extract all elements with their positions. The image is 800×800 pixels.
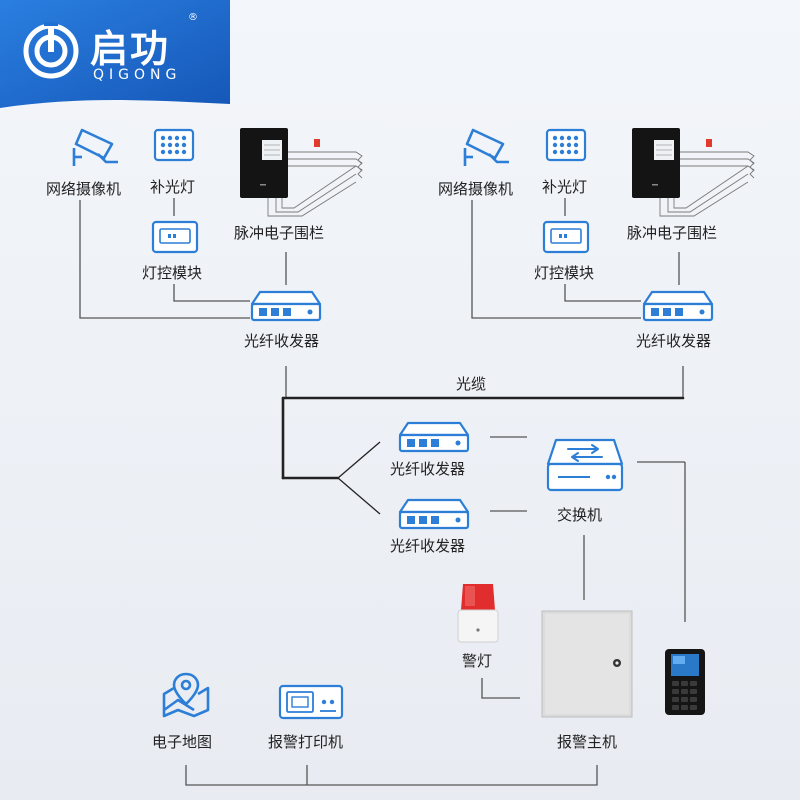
- fiber-split-bottom: [337, 477, 381, 515]
- alarm-light-label: 警灯: [462, 652, 493, 670]
- right-fill-light-label: 补光灯: [542, 178, 588, 196]
- right-fence-label: 脉冲电子围栏: [627, 224, 718, 242]
- network-camera-icon: [72, 128, 118, 166]
- fill-light-icon: [545, 128, 587, 162]
- fiber-transceiver-icon: [642, 290, 714, 322]
- right-camera-label: 网络摄像机: [438, 180, 514, 198]
- left-fence-label: 脉冲电子围栏: [234, 224, 325, 242]
- light-control-module-icon: [151, 220, 199, 254]
- brand-banner: 启功 ® QIGONG: [0, 0, 230, 108]
- power-logo-icon: [23, 22, 79, 79]
- pulse-fence-device-icon: [240, 128, 363, 217]
- line-bottom-bus: [185, 765, 598, 786]
- alarm-host-cabinet-icon: [541, 610, 633, 718]
- fiber-split-top: [337, 441, 381, 479]
- line-alarm-light: [481, 678, 520, 699]
- line-left-lightmodule: [173, 284, 250, 302]
- keypad-terminal-icon: [665, 649, 705, 715]
- switch-label: 交换机: [557, 506, 603, 524]
- registered-mark: ®: [188, 12, 198, 23]
- alarm-printer-icon: [278, 684, 344, 720]
- pulse-fence-device-icon: [632, 128, 755, 217]
- line-right-camera: [471, 200, 641, 319]
- right-light-module-label: 灯控模块: [534, 264, 595, 282]
- alarm-light-icon: [457, 584, 499, 643]
- left-fill-light-label: 补光灯: [150, 178, 196, 196]
- network-switch-icon: [546, 438, 624, 492]
- center-transceiver-top-label: 光纤收发器: [390, 460, 466, 478]
- fiber-cable-label: 光缆: [456, 375, 487, 393]
- fiber-transceiver-icon: [398, 421, 470, 453]
- left-light-module-label: 灯控模块: [142, 264, 203, 282]
- line-right-lightmodule: [564, 284, 641, 302]
- e-map-label: 电子地图: [152, 733, 213, 751]
- right-transceiver-label: 光纤收发器: [636, 332, 712, 350]
- map-location-icon: [162, 672, 210, 718]
- fiber-transceiver-icon: [398, 498, 470, 530]
- fill-light-icon: [153, 128, 195, 162]
- light-control-module-icon: [542, 220, 590, 254]
- left-camera-label: 网络摄像机: [46, 180, 122, 198]
- brand-name-en: QIGONG: [93, 67, 182, 83]
- brand-name-cn: 启功: [90, 27, 171, 71]
- left-transceiver-label: 光纤收发器: [244, 332, 320, 350]
- fiber-transceiver-icon: [250, 290, 322, 322]
- center-transceiver-bottom-label: 光纤收发器: [390, 537, 466, 555]
- alarm-printer-label: 报警打印机: [268, 733, 344, 751]
- line-left-camera: [79, 200, 250, 319]
- alarm-host-label: 报警主机: [557, 733, 618, 751]
- network-camera-icon: [463, 128, 509, 166]
